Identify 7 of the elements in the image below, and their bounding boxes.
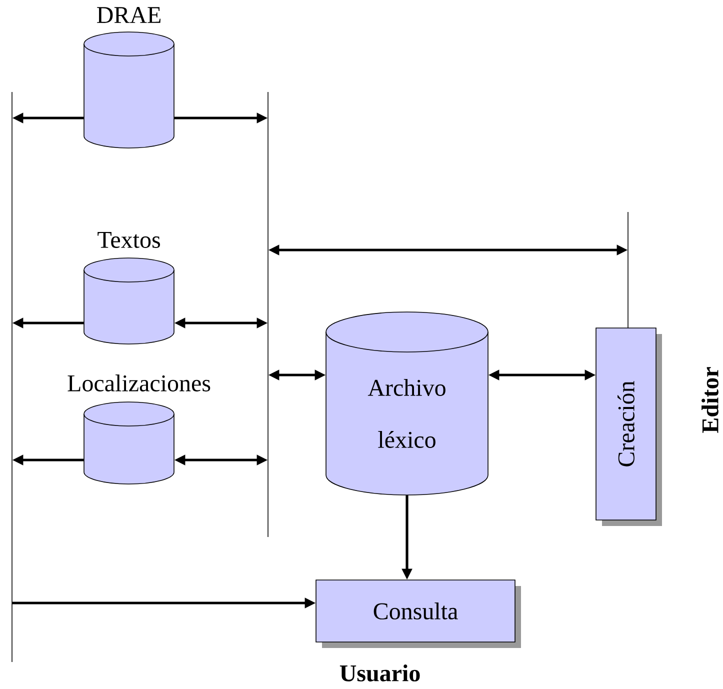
process-box: Consulta [316,580,521,648]
database-cylinder: Archivo léxico [326,312,488,496]
database-label: DRAE [97,7,160,23]
database-label: Localizaciones [68,374,210,392]
database-label: Textos [98,232,160,248]
process-box: Creación [596,328,662,526]
role-label: Editor [702,367,718,433]
